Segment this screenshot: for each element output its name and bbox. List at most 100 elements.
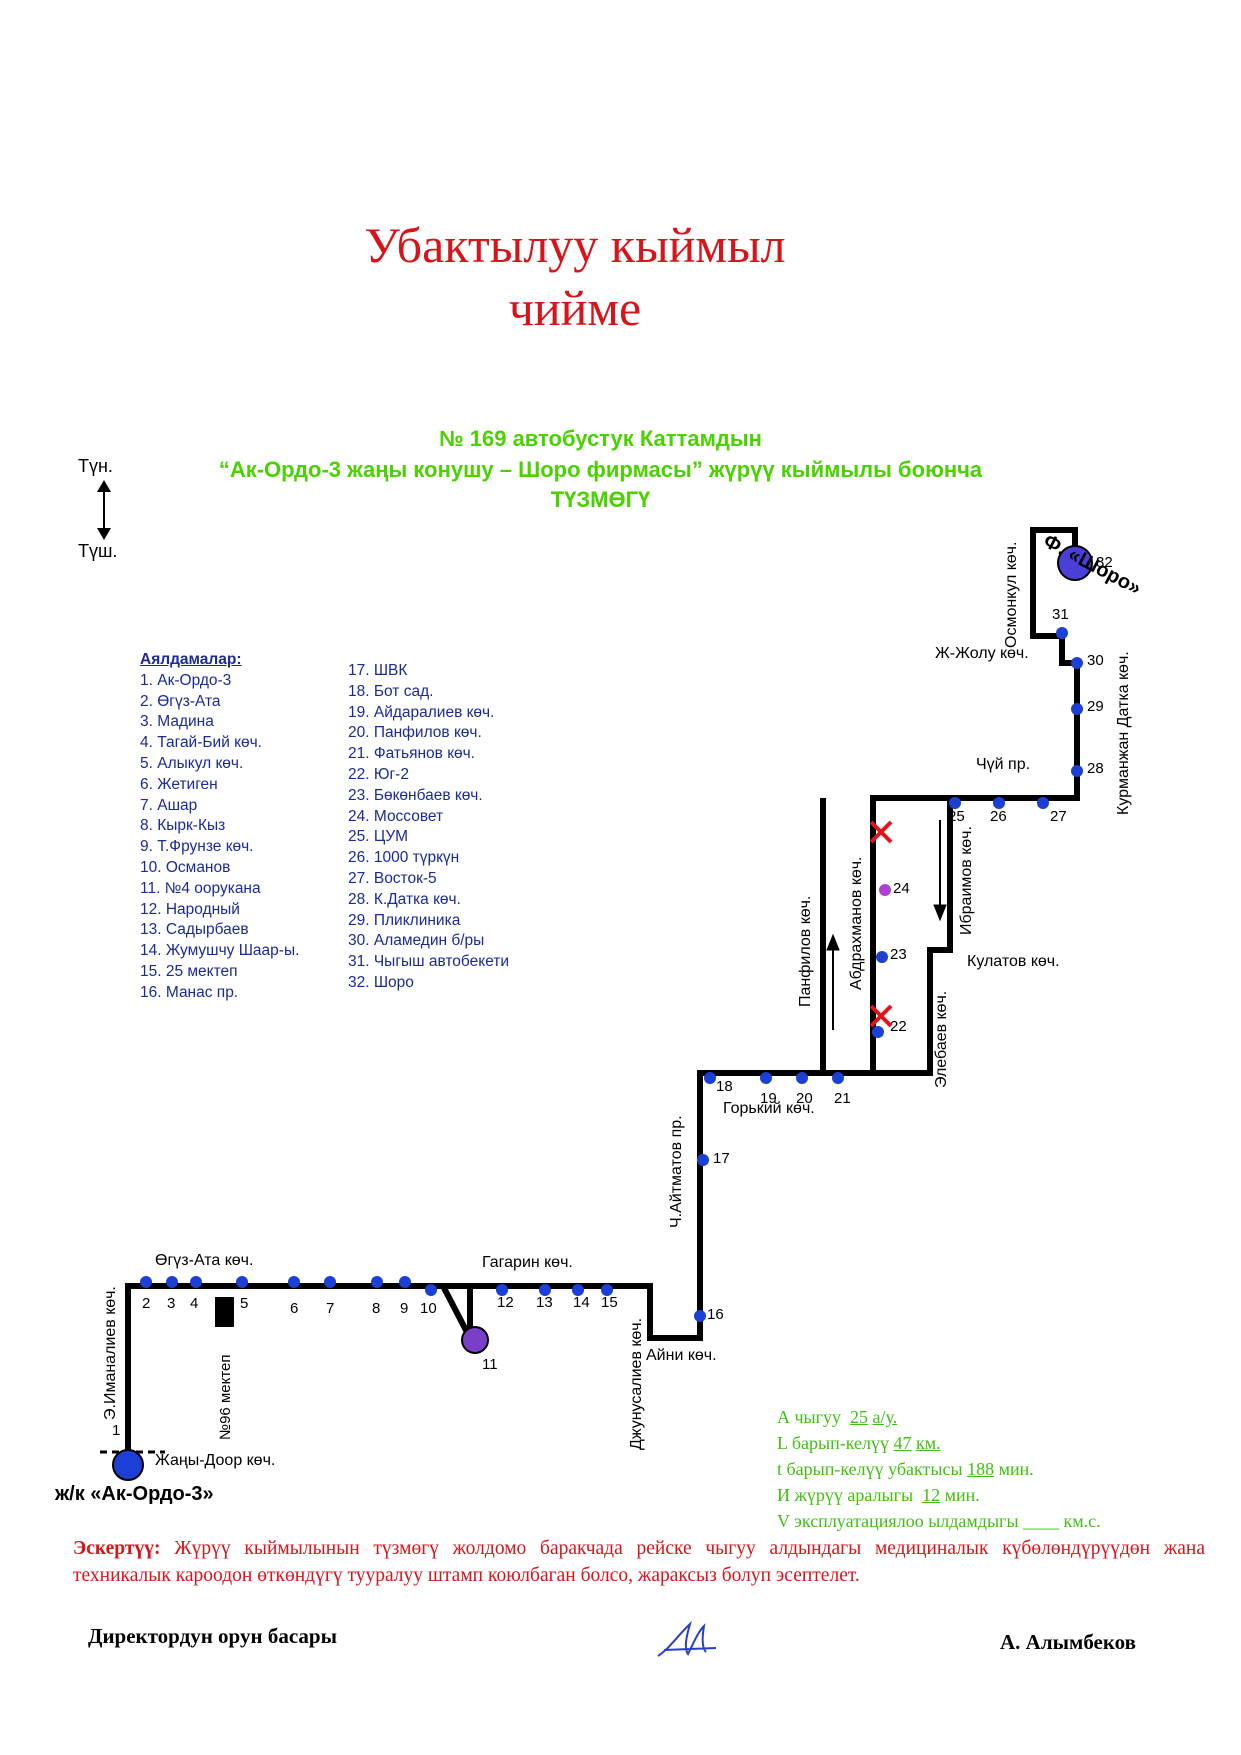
legend-stop: 31. Чыгыш автобекети [348,953,510,971]
stat-v-label: V эксплуатациялоо ылдамдыгы [777,1511,1019,1531]
street-elebaev: Элебаев көч. [933,990,950,1088]
stop-number: 11 [482,1356,498,1373]
legend-stop: 30. Аламедин б/ры [348,932,485,950]
stat-i-label: И жүрүү аралыгы [777,1485,914,1505]
stop-dot [993,797,1005,809]
stop-number: 26 [990,808,1007,825]
stop-number: 25 [948,808,965,825]
stop-number: 28 [1087,760,1104,777]
street-abdrahmanov: Абдрахманов көч. [848,856,865,990]
legend-stop: 4. Тагай-Бий көч. [140,734,262,752]
stat-v-unit: км.с. [1063,1511,1101,1531]
street-panfilov: Панфилов көч. [797,895,814,1007]
route-heading-line-2: “Ак-Ордо-3 жаңы конушу – Шоро фирмасы” ж… [218,457,983,482]
stop-dot [697,1154,709,1166]
stop-dot [236,1276,248,1288]
stops-legend-col-2: 17. ШВК 18. Бот сад. 19. Айдаралиев көч.… [348,661,509,994]
terminal-start-label: ж/к «Ак-Ордо-3» [55,1483,214,1505]
street-jany-door: Жаңы-Доор көч. [155,1452,276,1469]
route-stats: А чыгуу 25 а/у. L барып-келүү 47 км. t б… [777,1404,1101,1534]
street-ibraimov: Ибраимов көч. [958,826,975,935]
legend-stop: 2. Өгүз-Ата [140,692,221,710]
street-oguz-ata: Өгүз-Ата көч. [155,1252,254,1269]
street-gagarin: Гагарин көч. [482,1254,573,1271]
stop-number: 18 [716,1078,733,1095]
stat-i-value: 12 [922,1485,941,1505]
stop-dot [425,1284,437,1296]
stop-number: 12 [497,1294,514,1311]
stops-legend-col-1: Аялдамалар: 1. Ак-Ордо-3 2. Өгүз-Ата 3. … [140,650,299,1004]
stat-l-label: L барып-келүү [777,1433,889,1453]
stat-l-unit: км. [915,1433,941,1453]
legend-stop: 1. Ак-Ордо-3 [140,671,232,689]
stop-dot [288,1276,300,1288]
signature-icon [657,1620,717,1657]
street-imanaliev: Э.Иманалиев көч. [102,1286,119,1420]
stop-dot [832,1072,844,1084]
stop-number: 10 [420,1300,437,1317]
legend-stop: 27. Восток-5 [348,869,437,887]
terminal-end-icon [1057,545,1093,581]
legend-stop: 26. 1000 түркүн [348,849,460,867]
legend-stop: 23. Бөкөнбаев көч. [348,786,483,804]
legend-stop: 21. Фатьянов көч. [348,745,475,763]
street-gorky: Горький көч. [723,1100,815,1117]
stop-dot [572,1284,584,1296]
street-aitmatov: Ч.Айтматов пр. [668,1115,685,1228]
stop-dot [371,1276,383,1288]
stop-dot [879,884,891,896]
legend-stop: 5. Алыкул көч. [140,754,244,772]
stop-number: 4 [190,1295,199,1312]
legend-stop: 9. Т.Фрунзе көч. [140,838,254,856]
legend-stop: 3. Мадина [140,713,214,731]
stop-markers [140,627,1083,1322]
legend-stop: 22. Юг-2 [348,765,409,783]
stat-l-value: 47 [893,1433,912,1453]
stop-number: 27 [1050,808,1067,825]
stop-number: 2 [142,1295,151,1312]
stop-number: 8 [372,1300,381,1317]
footer-name: А. Алымбеков [1000,1630,1136,1654]
stop-number: 29 [1087,698,1104,715]
school-marker [215,1297,234,1327]
legend-stop: 12. Народный [140,900,240,918]
street-chui: Чүй пр. [976,756,1031,773]
terminal-start-icon [112,1449,144,1481]
stop-number: 15 [601,1294,618,1311]
legend-stop: 13. Садырбаев [140,921,249,939]
route-branch-elebaev [873,798,953,1076]
stop-number: 1 [112,1422,121,1439]
legend-stop: 11. №4 оорукана [140,879,261,897]
legend-stop: 32. Шоро [348,973,414,991]
stat-a-value: 25 [850,1407,869,1427]
stop-number: 14 [573,1294,590,1311]
stop-number: 32 [1096,554,1113,571]
legend-stop: 29. Пликлиника [348,911,461,929]
stop-dot [601,1284,613,1296]
stop-number: 5 [240,1295,249,1312]
stop-dot [496,1284,508,1296]
stop-number: 3 [167,1295,176,1312]
title-line-1: Убактылуу кыймыл [364,217,786,273]
stat-t-unit: мин. [998,1459,1034,1479]
legend-stop: 10. Османов [140,858,231,876]
stop-number: 17 [713,1150,730,1167]
stop-dot [949,797,961,809]
stop-number: 13 [536,1294,553,1311]
stop-number: 19 [760,1090,777,1107]
stat-i-unit: мин. [944,1485,980,1505]
stop-number: 23 [890,946,907,963]
street-kurmanjan: Курманжан Датка көч. [1115,651,1132,815]
compass-south: Түш. [78,541,118,561]
stop-dot [324,1276,336,1288]
stop-dot [872,1026,884,1038]
legend-stop: 14. Жумушчу Шаар-ы. [140,942,300,960]
direction-arrow-icon [826,820,947,1030]
legend-stop: 19. Айдаралиев көч. [348,703,495,721]
legend-stop: 16. Манас пр. [140,983,239,1001]
stop-dot [796,1072,808,1084]
stat-v-value: ____ [1023,1511,1060,1531]
legend-stop: 7. Ашар [140,796,198,814]
stop-number: 24 [893,880,910,897]
